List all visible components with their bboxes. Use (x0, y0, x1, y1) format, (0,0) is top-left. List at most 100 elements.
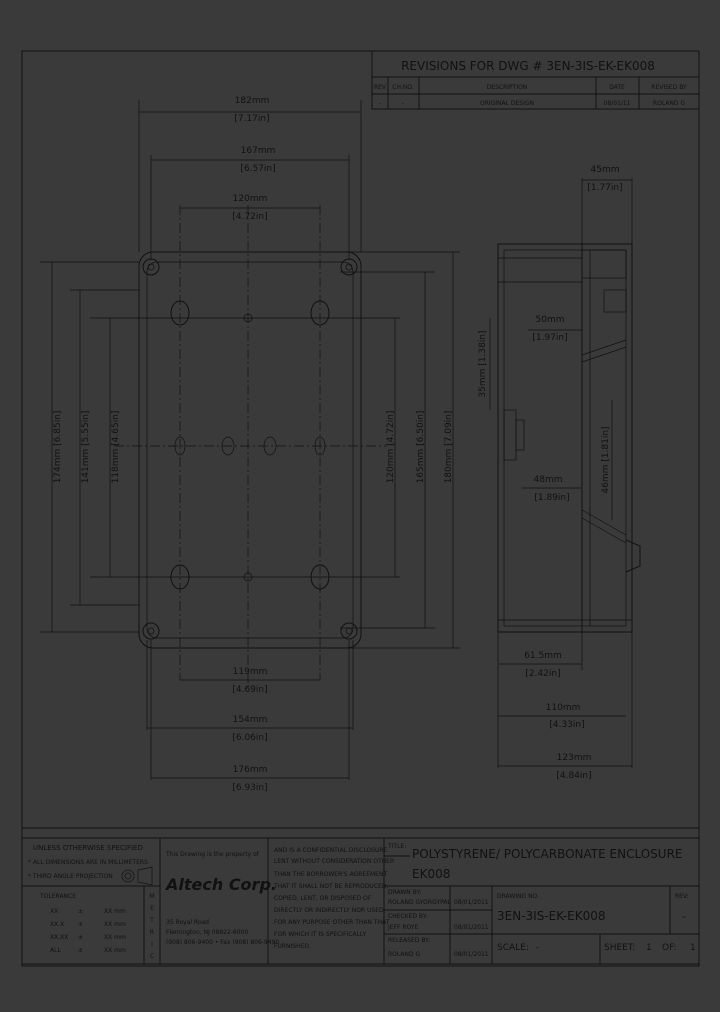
tol-row-3-a: ALL (50, 947, 61, 954)
address-2: Flemington, NJ 08822-6000 (166, 929, 248, 936)
dim-182-in: [7.17in] (234, 114, 269, 124)
rev-cell-date: 08/01/11 (604, 100, 631, 107)
note-projection: * THIRD ANGLE PROJECTION (28, 873, 113, 880)
tol-row-0-b: ± (78, 908, 83, 915)
of-value: 1 (690, 943, 696, 953)
drawn-date: 08/01/2011 (454, 899, 489, 906)
rev-header-date: DATE (609, 84, 625, 91)
drawing-title: POLYSTYRENE/ POLYCARBONATE ENCLOSURE (412, 847, 683, 861)
checked-date: 08/01/2011 (454, 924, 489, 931)
released-date: 08/01/2011 (454, 951, 489, 958)
dim-180: 180mm [7.09in] (444, 411, 454, 484)
metric-i: I (151, 941, 153, 948)
dim-35: 35mm [1.38in] (478, 330, 488, 397)
metric-r: R (150, 929, 154, 936)
dim-176: 176mm (233, 765, 268, 775)
dim-119: 119mm (233, 667, 268, 677)
rev-value: - (682, 910, 686, 923)
released-by: ROLAND G (388, 951, 420, 958)
drawn-label: DRAWN BY: (388, 889, 421, 896)
drawing-border (21, 50, 700, 967)
rev-header-chno: CH.NO. (392, 84, 413, 91)
third-angle-projection-icon (121, 866, 153, 886)
dim-45: 45mm (591, 165, 620, 175)
dim-154: 154mm (233, 715, 268, 725)
tol-row-1-a: XX.X (50, 921, 64, 928)
rev-header-rev: REV (374, 84, 387, 91)
metric-e: E (150, 905, 154, 912)
scale-value: - (536, 943, 539, 953)
dim-167-in: [6.57in] (240, 164, 275, 174)
top-view-dimensions: 182mm [7.17in] 167mm [6.57in] 120mm [4.7… (51, 96, 454, 793)
dim-165: 165mm [6.50in] (416, 411, 426, 484)
revision-title: REVISIONS FOR DWG # 3EN-3IS-EK-EK008 (401, 59, 655, 73)
tol-row-1-b: ± (78, 921, 83, 928)
checked-by: JEFF ROYE (387, 924, 419, 931)
confidential-4: COPIED, LENT, OR DISPOSED OF (274, 895, 372, 902)
tol-row-3-b: ± (78, 947, 83, 954)
dim-46: 46mm [1.81in] (601, 426, 611, 493)
side-view (497, 243, 641, 633)
rev-cell-by: ROLAND G (653, 100, 685, 107)
tol-row-0-a: XX (50, 908, 58, 915)
sheet-label: SHEET: (604, 943, 635, 953)
metric-c: C (150, 953, 154, 960)
metric-m: M (149, 893, 154, 900)
drawing-no-label: DRAWING NO. (497, 893, 539, 900)
rev-cell-desc: ORIGINAL DESIGN (480, 100, 534, 107)
dim-141: 141mm [5.55in] (81, 411, 91, 484)
tol-row-2-c: XX mm (104, 934, 126, 941)
drawing-no: 3EN-3IS-EK-EK008 (497, 909, 606, 923)
confidential-7: FOR WHICH IT IS SPECIFICALLY (274, 931, 366, 938)
dim-120v: 120mm [4.72in] (386, 411, 396, 484)
company-logo: Altech Corp. (164, 875, 277, 894)
revision-table: REVISIONS FOR DWG # 3EN-3IS-EK-EK008 REV… (371, 50, 700, 110)
confidential-0: AND IS A CONFIDENTIAL DISCLOSURE (274, 847, 388, 854)
dim-154-in: [6.06in] (232, 733, 267, 743)
property-note: This Drawing is the property of (165, 851, 260, 858)
tol-row-2-a: XX.XX (50, 934, 68, 941)
address-1: 35 Royal Road (166, 919, 209, 926)
scale-label: SCALE: (497, 943, 529, 953)
note-dimensions: * ALL DIMENSIONS ARE IN MILLIMETERS (28, 859, 148, 866)
confidential-8: FURNISHED. (274, 943, 311, 950)
tolerance-label: TOLERANCE (39, 893, 76, 900)
dim-50: 50mm (536, 315, 565, 325)
confidential-2: THAN THE BORROWER'S AGREEMENT (273, 871, 387, 878)
dim-123: 123mm (557, 753, 592, 763)
rev-label: REV: (675, 893, 689, 900)
dim-120-in: [4.72in] (232, 212, 267, 222)
top-view (40, 100, 460, 780)
dim-48-in: [1.89in] (534, 493, 569, 503)
rev-cell-chno: - (402, 100, 404, 107)
drawn-by: ROLAND GYORGYPAL (388, 899, 451, 906)
dim-45-in: [1.77in] (587, 183, 622, 193)
rev-header-by: REVISED BY (651, 84, 687, 91)
tol-row-0-c: XX mm (104, 908, 126, 915)
dim-120: 120mm (233, 194, 268, 204)
dim-61: 61.5mm (524, 651, 562, 661)
title-label: TITLE: (387, 843, 406, 850)
dim-118: 118mm [4.65in] (111, 411, 121, 484)
dim-48: 48mm (534, 475, 563, 485)
metric-t: T (149, 917, 154, 924)
dim-50-in: [1.97in] (532, 333, 567, 343)
dim-110: 110mm (546, 703, 581, 713)
of-label: OF: (662, 943, 677, 953)
dim-174: 174mm [6.85in] (53, 411, 63, 484)
tol-row-2-b: ± (78, 934, 83, 941)
rev-cell-rev: - (379, 100, 381, 107)
confidential-3: THAT IT SHALL NOT BE REPRODUCED, (273, 883, 388, 890)
title-block: UNLESS OTHERWISE SPECIFIED * ALL DIMENSI… (21, 837, 700, 965)
checked-label: CHECKED BY: (388, 913, 428, 920)
address-3: (908) 806-9400 • Fax (908) 806-9490 (166, 939, 279, 946)
released-label: RELEASED BY: (388, 937, 430, 944)
dim-110-in: [4.33in] (549, 720, 584, 730)
drawing-title-2: EK008 (412, 867, 450, 881)
note-unless: UNLESS OTHERWISE SPECIFIED (33, 844, 143, 852)
confidential-6: FOR ANY PURPOSE OTHER THAN THAT (274, 919, 390, 926)
sheet-value: 1 (646, 943, 652, 953)
dim-176-in: [6.93in] (232, 783, 267, 793)
dim-123-in: [4.84in] (556, 771, 591, 781)
